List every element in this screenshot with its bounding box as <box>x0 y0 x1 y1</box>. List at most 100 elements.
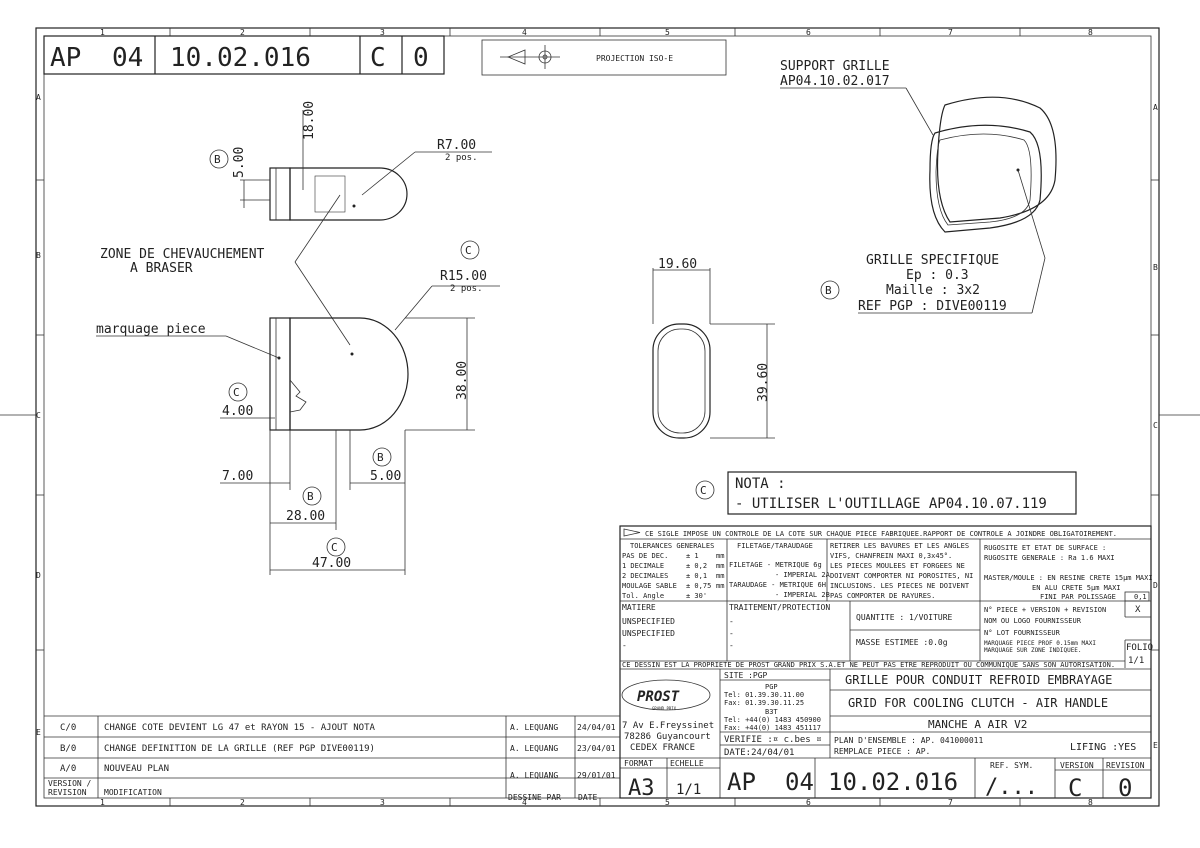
dim-39-6: 39.60 <box>756 363 771 402</box>
site-label: SITE :PGP <box>724 671 768 680</box>
title-top: AP 04 10.02.016 C 0 <box>43 35 445 75</box>
rugosite-3: MASTER/MOULE : EN RESINE CRETE 15µm MAXI <box>984 574 1153 582</box>
site-fax2: Fax: +44(0) 1483 451117 <box>724 724 821 732</box>
filetage-row2: - IMPERIAL 2A <box>775 571 831 579</box>
zone-col-4-bottom: 4 <box>522 798 527 807</box>
rev-row2-ver: B/0 <box>60 744 76 754</box>
rugosite-2: RUGOSITE GENERALE : Ra 1.6 MAXI <box>984 554 1115 562</box>
designation-fr: GRILLE POUR CONDUIT REFROID EMBRAYAGE <box>845 673 1112 687</box>
site-tel2: Tel: +44(0) 1483 450900 <box>724 716 821 724</box>
zone-col-6: 6 <box>806 28 811 37</box>
tol-row1-unit: mm <box>716 552 724 560</box>
r15-callout: R15.00 <box>440 269 487 284</box>
zone-col-3: 3 <box>380 28 385 37</box>
tol-row3-label: 2 DECIMALES <box>622 572 668 580</box>
format-label: FORMAT <box>624 759 653 768</box>
prost-logo: PROST <box>637 689 680 705</box>
bavures-3: LES PIECES MOULEES ET FORGEES NE <box>830 562 965 570</box>
rev-b-label-3: B <box>307 490 314 503</box>
support-grille-label: SUPPORT GRILLE <box>780 59 890 74</box>
rev-row1-ver: C/0 <box>60 723 76 733</box>
designation-sub: MANCHE A AIR V2 <box>928 718 1027 731</box>
bavures-1: RETIRER LES BAVURES ET LES ANGLES <box>830 542 969 550</box>
rev-row3-desc: NOUVEAU PLAN <box>104 764 169 774</box>
front-view: 19.60 39.60 <box>652 257 775 439</box>
bavures-2: VIFS, CHANFREIN MAXI 0,3x45°. <box>830 552 952 560</box>
site-b3t: B3T <box>765 708 778 716</box>
zone-col-1-bottom: 1 <box>100 798 105 807</box>
legend-line: CE SIGLE IMPOSE UN CONTROLE DE LA COTE S… <box>645 530 1117 538</box>
tol-row1-val: ± 1 <box>686 552 699 560</box>
revision-table: C/0 CHANGE COTE DEVIENT LG 47 et RAYON 1… <box>44 715 620 802</box>
dim-19-6: 19.60 <box>658 257 697 272</box>
zone-row-e-right: E <box>1153 741 1158 750</box>
prost-logo-sub: GRAND PRIX <box>652 706 677 711</box>
rev-row1-desc: CHANGE COTE DEVIENT LG 47 et RAYON 15 - … <box>104 723 376 733</box>
dim-28: 28.00 <box>286 509 325 524</box>
echelle-value: 1/1 <box>676 782 701 798</box>
rugosite-4: EN ALU CRETE 5µm MAXI <box>1032 584 1121 592</box>
nota-title: NOTA : <box>735 476 786 492</box>
dim-4: 4.00 <box>222 404 253 419</box>
rugosite-1: RUGOSITE ET ETAT DE SURFACE : <box>984 544 1106 552</box>
dim-7: 7.00 <box>222 469 253 484</box>
zone-col-2: 2 <box>240 28 245 37</box>
marquage-4: MARQUAGE PIECE PROF 0.15mm MAXI <box>984 640 1096 647</box>
refsym-value: /... <box>985 775 1038 800</box>
designation-en: GRID FOR COOLING CLUTCH - AIR HANDLE <box>848 696 1108 710</box>
rev-row1-by: A. LEQUANG <box>510 723 558 732</box>
rev-row3-by: A. LEQUANG <box>510 771 558 780</box>
bottom-series: AP <box>727 768 756 796</box>
zone-col-4: 4 <box>522 28 527 37</box>
zone-col-3-bottom: 3 <box>380 798 385 807</box>
zone-row-d: D <box>36 571 41 580</box>
marquage-x: X <box>1135 605 1141 615</box>
zone-row-b-right: B <box>1153 263 1158 272</box>
title-family: 04 <box>112 43 143 73</box>
inner-frame <box>43 35 1152 799</box>
tol-row4-unit: mm <box>716 582 724 590</box>
tol-row4-val: ± 0,75 <box>686 582 711 590</box>
zone-row-a-right: A <box>1153 103 1158 112</box>
version-value: C <box>1068 774 1082 802</box>
marquage-5: MARQUAGE SUR ZONE INDIQUEE. <box>984 647 1082 654</box>
grille-title: GRILLE SPECIFIQUE <box>866 253 999 268</box>
large-part-view: marquage piece 38.00 C 4.00 7.00 B 5.00 … <box>96 317 475 575</box>
rev-head-mod: MODIFICATION <box>104 788 162 797</box>
traitement-v1: - <box>729 617 734 626</box>
dim-18: 18.00 <box>302 101 317 140</box>
tol-row2-label: 1 DECIMALE <box>622 562 664 570</box>
rev-c-marker-2 <box>228 382 248 402</box>
zone-row-b: B <box>36 251 41 260</box>
tol-row4-label: MOULAGE SABLE <box>622 582 677 590</box>
rev-b-label-4: B <box>825 284 832 297</box>
traitement-head: TRAITEMENT/PROTECTION <box>729 603 830 612</box>
iso-view: SUPPORT GRILLE AP04.10.02.017 <box>780 59 1057 259</box>
echelle-label: ECHELLE <box>670 759 704 768</box>
projection-label: PROJECTION ISO-E <box>596 54 673 63</box>
zone-row-c: C <box>36 411 41 420</box>
tol-row2-val: ± 0,2 <box>686 562 707 570</box>
date: DATE:24/04/01 <box>724 748 794 758</box>
site-tel: Tel: 01.39.30.11.00 <box>724 691 804 699</box>
matiere-v3: - <box>622 641 627 650</box>
rugosite-6: 0,1 <box>1134 593 1147 601</box>
zone-label-line2: A BRASER <box>130 261 193 276</box>
filetage-row1: FILETAGE - METRIQUE 6g <box>729 561 822 569</box>
zone-row-a: A <box>36 93 41 102</box>
rev-row3-ver: A/0 <box>60 764 76 774</box>
address-2: 78286 Guyancourt <box>624 732 711 742</box>
rev-row3-date: 29/01/01 <box>577 771 616 780</box>
bottom-number: 10.02.016 <box>828 768 958 796</box>
tol-row3-val: ± 0,1 <box>686 572 707 580</box>
rev-c-label-2: C <box>233 386 240 399</box>
matiere-head: MATIERE <box>622 603 656 612</box>
grille-maille: Maille : 3x2 <box>886 283 980 298</box>
zone-labels: 1 2 3 4 5 6 7 8 1 2 3 4 5 6 7 8 A B C D … <box>36 28 1158 807</box>
support-grille-ref: AP04.10.02.017 <box>780 74 890 89</box>
address-3: CEDEX FRANCE <box>630 743 695 753</box>
zone-col-5-bottom: 5 <box>665 798 670 807</box>
rev-row2-date: 23/04/01 <box>577 744 616 753</box>
r7-callout: R7.00 <box>437 138 476 153</box>
